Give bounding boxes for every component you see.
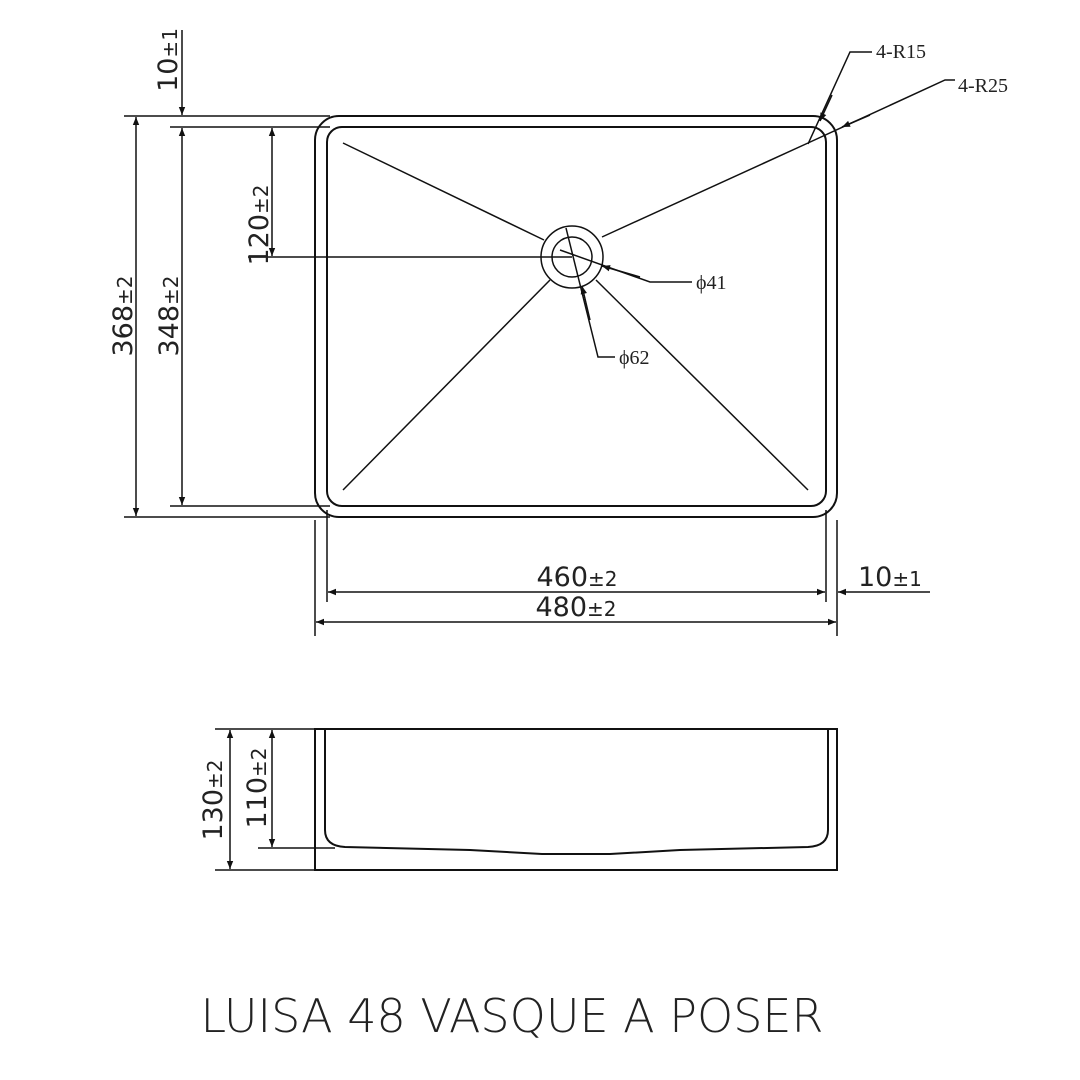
svg-text:10±1: 10±1 [858, 562, 922, 593]
top-view: 368±2 348±2 10±1 120±2 ϕ41 [108, 28, 1008, 636]
basin-outer-outline [314, 115, 838, 518]
svg-text:130±2: 130±2 [198, 759, 229, 840]
svg-text:368±2: 368±2 [108, 275, 139, 356]
side-view: 130±2 110±2 [198, 728, 838, 871]
svg-text:10±1: 10±1 [153, 28, 184, 92]
svg-text:4-R25: 4-R25 [958, 75, 1008, 97]
svg-text:348±2: 348±2 [154, 275, 185, 356]
callout-radius-15: 4-R15 [807, 41, 926, 145]
dim-outer-depth: 368±2 [108, 115, 330, 518]
svg-text:ϕ41: ϕ41 [696, 272, 727, 294]
callout-radius-25: 4-R25 [807, 75, 1008, 144]
callout-drain-41: ϕ41 [559, 249, 727, 294]
callout-drain-62: ϕ62 [565, 227, 650, 369]
basin-inner-outline [326, 126, 827, 507]
svg-text:460±2: 460±2 [536, 562, 617, 593]
side-inner-outline [324, 730, 829, 855]
dim-outer-height: 130±2 [198, 728, 315, 871]
svg-text:120±2: 120±2 [244, 184, 275, 265]
dim-rim-top: 10±1 [153, 28, 186, 115]
svg-text:480±2: 480±2 [535, 592, 616, 623]
svg-text:4-R15: 4-R15 [876, 41, 926, 63]
slope-lines [342, 142, 809, 491]
dim-inner-width: 460±2 [326, 510, 827, 602]
dim-rim-side: 10±1 [838, 562, 930, 596]
dim-outer-width: 480±2 [314, 520, 838, 636]
svg-text:ϕ62: ϕ62 [619, 347, 650, 369]
svg-text:110±2: 110±2 [242, 747, 273, 828]
dim-inner-height: 110±2 [242, 730, 335, 849]
side-outer-outline [314, 728, 838, 871]
dim-inner-depth: 348±2 [154, 126, 330, 507]
drawing-title: LUISA 48 VASQUE A POSER [201, 989, 824, 1043]
dim-drain-offset: 120±2 [244, 128, 572, 266]
